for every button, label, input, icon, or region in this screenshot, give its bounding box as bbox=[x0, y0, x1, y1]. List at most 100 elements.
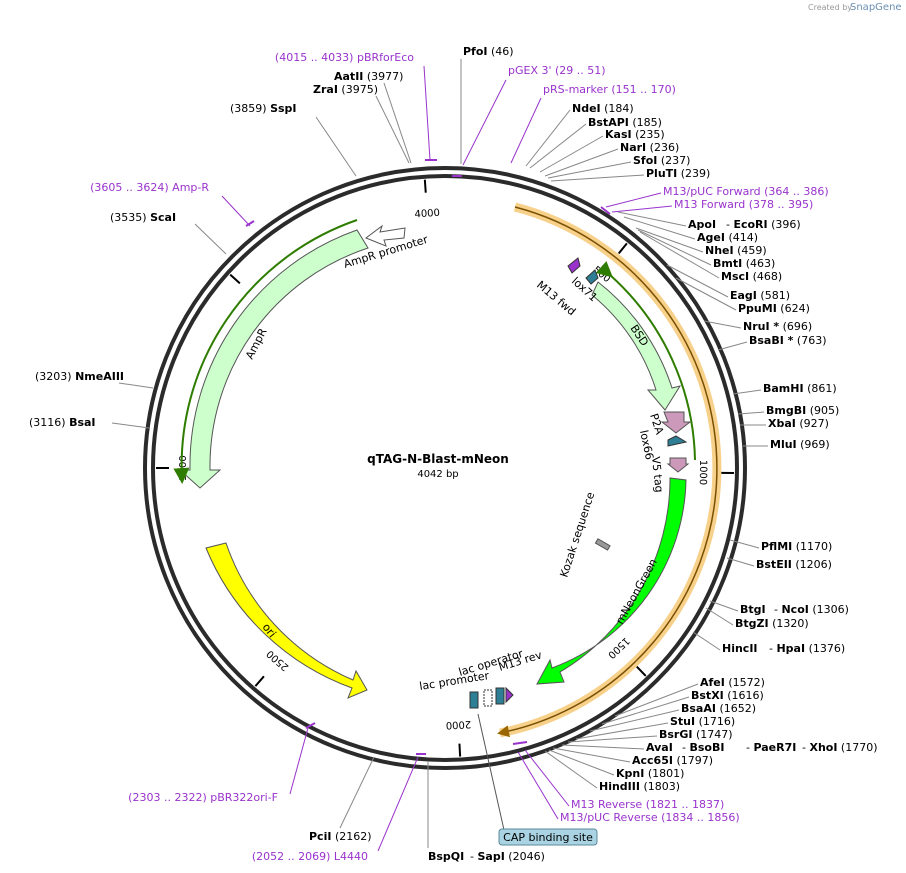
leader-line bbox=[550, 174, 645, 182]
enzyme-position: (1376) bbox=[805, 642, 845, 655]
m13-rev-arrow bbox=[505, 686, 514, 704]
enzyme-label: BsaBI * (763) bbox=[749, 334, 827, 347]
enzyme-position: (927) bbox=[796, 417, 829, 430]
leader-line bbox=[548, 749, 615, 776]
leader-line bbox=[315, 116, 357, 177]
enzyme-label: AgeI (414) bbox=[697, 231, 758, 244]
enzyme-name: StuI bbox=[670, 715, 695, 728]
leader-line bbox=[383, 82, 412, 164]
lox66-label: lox66 bbox=[637, 429, 656, 461]
lox66-feature bbox=[667, 435, 688, 447]
enzyme-label: (3116) BsaI bbox=[29, 416, 96, 429]
leader-line bbox=[544, 750, 598, 789]
enzyme-name: XhoI bbox=[809, 741, 837, 754]
enzyme-label: - SapI (2046) bbox=[470, 850, 545, 863]
tick-label: 2000 bbox=[445, 718, 471, 730]
tick-mark bbox=[254, 675, 265, 687]
leader-line bbox=[517, 751, 559, 820]
ori-feature bbox=[205, 542, 368, 699]
enzyme-name: PciI bbox=[309, 830, 331, 843]
primer-label: pRS-marker (151 .. 170) bbox=[543, 83, 676, 96]
enzyme-position: (46) bbox=[488, 45, 514, 58]
leader-line bbox=[524, 749, 570, 807]
enzyme-position: (1716) bbox=[695, 715, 735, 728]
enzyme-name: ScaI bbox=[150, 211, 176, 224]
leader-line bbox=[510, 97, 542, 164]
enzyme-position: (3535) bbox=[110, 211, 150, 224]
enzyme-position: (3116) bbox=[29, 416, 69, 429]
enzyme-labels: PfoI (46)NdeI (184)BstAPI (185)KasI (235… bbox=[29, 45, 878, 863]
enzyme-label: - BsoBI bbox=[682, 741, 724, 754]
enzyme-position: (763) bbox=[793, 334, 826, 347]
enzyme-name: BsaBI * bbox=[749, 334, 794, 347]
enzyme-position: (237) bbox=[657, 154, 690, 167]
enzyme-name: BstAPI bbox=[588, 116, 629, 129]
p2a-label: P2A bbox=[647, 412, 666, 437]
enzyme-label: XbaI (927) bbox=[768, 417, 829, 430]
leader-line bbox=[529, 123, 587, 169]
enzyme-name: BsoBI bbox=[689, 741, 724, 754]
enzyme-label: BstXI (1616) bbox=[691, 689, 764, 702]
leader-line bbox=[111, 422, 150, 429]
cap-binding-site: CAP binding site bbox=[477, 713, 598, 846]
leader-line bbox=[605, 192, 662, 208]
leader-line bbox=[729, 539, 760, 549]
enzyme-label: - PaeR7I bbox=[746, 741, 796, 754]
tick-mark bbox=[423, 179, 427, 193]
plasmid-title: qTAG-N-Blast-mNeon 4042 bp bbox=[367, 452, 509, 480]
bsd-feature bbox=[591, 281, 682, 411]
tick-label: 1500 bbox=[605, 635, 631, 661]
enzyme-name: BmtI bbox=[713, 257, 742, 270]
leader-line bbox=[589, 709, 680, 732]
leader-line bbox=[544, 148, 619, 177]
enzyme-name: PflMI bbox=[761, 540, 792, 553]
enzyme-name: NdeI bbox=[572, 102, 601, 115]
enzyme-position: (624) bbox=[777, 302, 810, 315]
enzyme-name: PpuMI bbox=[738, 302, 777, 315]
leader-line bbox=[705, 607, 734, 626]
primer-label: (3605 .. 3624) Amp-R bbox=[90, 181, 209, 194]
enzyme-position: (1572) bbox=[725, 676, 765, 689]
mneongreen-label: mNeonGreen bbox=[613, 557, 660, 627]
leader-line bbox=[552, 747, 631, 763]
leader-line bbox=[666, 264, 729, 298]
primer-label: M13 Reverse (1821 .. 1837) bbox=[571, 798, 724, 811]
enzyme-position: (3977) bbox=[363, 70, 403, 83]
leader-line bbox=[675, 277, 737, 311]
enzyme-name: ZraI bbox=[313, 83, 338, 96]
enzyme-label: BtgI bbox=[740, 603, 766, 616]
primer-label: M13 Forward (378 .. 395) bbox=[674, 198, 813, 211]
enzyme-position: (239) bbox=[677, 167, 710, 180]
lox71-feature bbox=[585, 269, 599, 285]
enzyme-name: AgeI bbox=[697, 231, 725, 244]
enzyme-label: ApoI bbox=[688, 218, 716, 231]
leader-line bbox=[611, 205, 673, 213]
leader-line bbox=[118, 382, 154, 389]
lac-promoter-label: lac promoter bbox=[418, 669, 490, 693]
leader-line bbox=[717, 341, 748, 351]
enzyme-name: HpaI bbox=[776, 642, 805, 655]
ampr-feature bbox=[178, 229, 369, 489]
leader-line bbox=[635, 227, 704, 253]
enzyme-name: MluI bbox=[770, 438, 797, 451]
enzyme-name: KpnI bbox=[616, 767, 644, 780]
enzyme-label: BsaAI (1652) bbox=[681, 702, 756, 715]
enzyme-label: BstEII (1206) bbox=[756, 558, 832, 571]
enzyme-label: MluI (969) bbox=[770, 438, 830, 451]
enzyme-label: BmtI (463) bbox=[713, 257, 775, 270]
enzyme-name: BamHI bbox=[763, 382, 804, 395]
enzyme-label: PflMI (1170) bbox=[761, 540, 832, 553]
tick-mark bbox=[636, 665, 647, 677]
primer-label: pGEX 3' (29 .. 51) bbox=[508, 64, 606, 77]
cap-binding-site-box bbox=[498, 828, 598, 846]
leader-line bbox=[539, 135, 604, 173]
tick-mark bbox=[617, 242, 628, 255]
enzyme-label: - HpaI (1376) bbox=[769, 642, 845, 655]
enzyme-position: (236) bbox=[646, 141, 679, 154]
leader-line bbox=[423, 65, 431, 161]
lac-promoter-feature bbox=[469, 691, 479, 709]
insert-region-line bbox=[497, 206, 718, 738]
snapgene-credit: Created by SnapGene bbox=[808, 2, 902, 13]
enzyme-label: ZraI (3975) bbox=[313, 83, 378, 96]
leader-line bbox=[614, 683, 699, 717]
